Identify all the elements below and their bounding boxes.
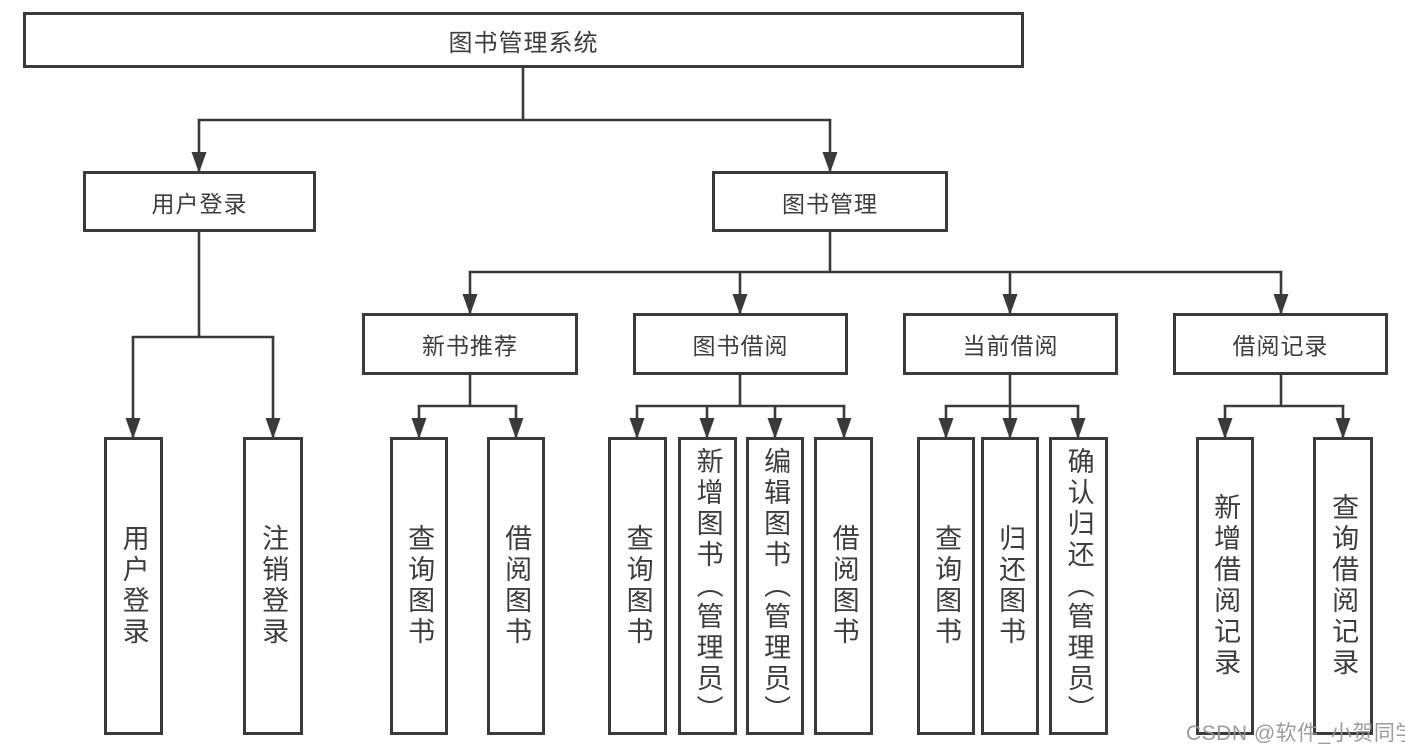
node-library-system: 图书管理系统 (23, 12, 1024, 68)
node-logout: 注销登录 (243, 437, 303, 735)
node-borrow-borrow-books: 借阅图书 (814, 437, 873, 735)
node-book-borrowing: 图书借阅 (633, 313, 848, 375)
node-new-book-recommend: 新书推荐 (362, 313, 578, 375)
connector-arrows (125, 119, 1351, 439)
node-recommend-borrow-books: 借阅图书 (487, 437, 545, 735)
node-recommend-query-books: 查询图书 (390, 437, 448, 735)
node-current-return-books: 归还图书 (981, 437, 1039, 735)
watermark-text: CSDN @软件_小贺同学 (1186, 722, 1405, 745)
node-user-login: 用户登录 (104, 437, 163, 735)
node-borrowing-records: 借阅记录 (1173, 313, 1388, 375)
node-records-query-record: 查询借阅记录 (1313, 437, 1373, 735)
node-borrow-edit-books-admin: 编辑图书（管理员） (746, 437, 804, 735)
node-user-login-branch: 用户登录 (83, 171, 316, 232)
node-borrow-query-books: 查询图书 (608, 437, 667, 735)
node-book-management: 图书管理 (712, 171, 948, 232)
node-current-query-books: 查询图书 (917, 437, 975, 735)
node-borrow-add-books-admin: 新增图书（管理员） (678, 437, 737, 735)
node-current-confirm-return-admin: 确认归还（管理员） (1049, 437, 1108, 735)
node-records-add-record: 新增借阅记录 (1196, 437, 1254, 735)
node-current-borrowing: 当前借阅 (903, 313, 1118, 375)
